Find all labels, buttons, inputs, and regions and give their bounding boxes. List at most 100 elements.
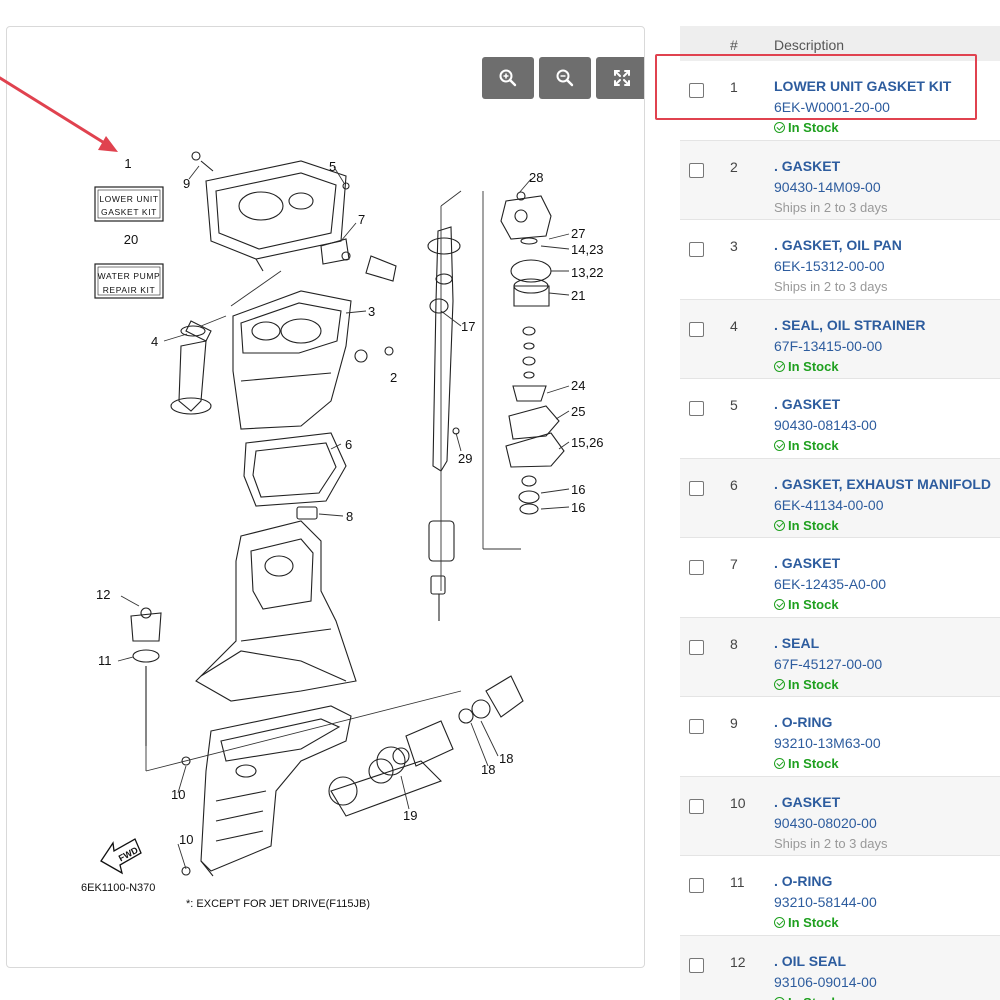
part-number-link[interactable]: 6EK-41134-00-00 xyxy=(774,496,884,513)
exploded-diagram-panel[interactable]: 1 LOWER UNIT GASKET KIT 20 WATER PUMP RE… xyxy=(6,26,645,968)
diagram-code: 6EK1100-N370 xyxy=(81,882,155,894)
stock-text: In Stock xyxy=(788,995,839,1000)
row-checkbox[interactable] xyxy=(689,83,704,98)
stock-status: In Stock xyxy=(774,359,839,374)
stock-status: In Stock xyxy=(774,438,839,453)
row-checkbox[interactable] xyxy=(689,560,704,575)
stock-status: In Stock xyxy=(774,756,839,771)
callout-11: 11 xyxy=(98,653,112,668)
fwd-arrow-icon: FWD xyxy=(100,838,142,875)
stock-status: In Stock xyxy=(774,995,839,1000)
stock-text: In Stock xyxy=(788,756,839,771)
check-circle-icon xyxy=(774,440,785,451)
part-number-link[interactable]: 90430-14M09-00 xyxy=(774,178,881,195)
row-number: 6 xyxy=(730,476,738,493)
stock-status: In Stock xyxy=(774,120,839,135)
stock-status: In Stock xyxy=(774,677,839,692)
part-number-link[interactable]: 90430-08020-00 xyxy=(774,814,877,831)
part-number-link[interactable]: 6EK-W0001-20-00 xyxy=(774,99,890,115)
row-checkbox[interactable] xyxy=(689,798,704,814)
stock-text: In Stock xyxy=(788,438,839,453)
stock-text: In Stock xyxy=(788,358,839,374)
zoom-in-button[interactable] xyxy=(482,57,534,99)
row-checkbox[interactable] xyxy=(689,242,704,257)
part-number-link[interactable]: 67F-13415-00-00 xyxy=(774,337,883,354)
callout-6: 6 xyxy=(345,437,352,452)
callout-10a: 10 xyxy=(171,787,185,802)
column-header-description: Description xyxy=(774,37,845,53)
part-number-link[interactable]: 93210-58144-00 xyxy=(774,894,877,910)
stock-text: Ships in 2 to 3 days xyxy=(774,835,888,851)
part-number-link[interactable]: 93210-13M63-00 xyxy=(774,735,881,751)
part-number-link[interactable]: 67F-45127-00-00 xyxy=(774,655,883,672)
stock-text: In Stock xyxy=(788,676,839,692)
callout-21: 21 xyxy=(571,288,585,303)
row-checkbox[interactable] xyxy=(689,639,704,655)
row-checkbox[interactable] xyxy=(689,719,704,734)
table-row[interactable]: 1 LOWER UNIT GASKET KIT 6EK-W0001-20-00 In … xyxy=(680,61,1000,141)
row-number: 10 xyxy=(730,794,746,811)
row-number: 2 xyxy=(730,158,738,175)
kit-1-line1: LOWER UNIT xyxy=(99,194,158,204)
row-number: 1 xyxy=(730,79,738,95)
check-circle-icon xyxy=(774,360,785,372)
check-circle-icon xyxy=(774,599,785,610)
callout-18b: 18 xyxy=(481,762,495,777)
parts-diagram: 1 LOWER UNIT GASKET KIT 20 WATER PUMP RE… xyxy=(81,151,604,910)
table-header: # Description xyxy=(680,26,1000,61)
part-name-link[interactable]: . O-RING xyxy=(774,873,833,889)
kit-label-lower-unit-gasket: 1 LOWER UNIT GASKET KIT xyxy=(94,156,164,222)
table-row[interactable]: 9 . O-RING 93210-13M63-00 In Stock xyxy=(680,697,1000,777)
part-name-link[interactable]: . SEAL, OIL STRAINER xyxy=(774,316,926,333)
callout-27: 27 xyxy=(571,226,585,241)
check-circle-icon xyxy=(774,996,785,1000)
part-name-link[interactable]: LOWER UNIT GASKET KIT xyxy=(774,78,952,94)
part-number-link[interactable]: 93106-09014-00 xyxy=(774,973,877,990)
kit-number-1: 1 xyxy=(124,156,131,171)
part-name-link[interactable]: . GASKET xyxy=(774,555,841,571)
part-name-link[interactable]: . GASKET, OIL PAN xyxy=(774,237,902,253)
row-checkbox[interactable] xyxy=(689,957,704,973)
part-name-link[interactable]: . O-RING xyxy=(774,714,833,730)
row-number: 9 xyxy=(730,715,738,731)
part-name-link[interactable]: . GASKET, EXHAUST MANIFOLD xyxy=(774,475,992,492)
stock-text: In Stock xyxy=(788,517,839,533)
callout-17: 17 xyxy=(461,319,475,334)
row-checkbox[interactable] xyxy=(689,321,704,337)
stock-text: Ships in 2 to 3 days xyxy=(774,199,888,215)
row-checkbox[interactable] xyxy=(689,878,704,893)
stock-status: In Stock xyxy=(774,915,839,930)
row-checkbox[interactable] xyxy=(689,480,704,496)
part-name-link[interactable]: . SEAL xyxy=(774,634,820,651)
stock-status: In Stock xyxy=(774,518,839,533)
part-name-link[interactable]: . OIL SEAL xyxy=(774,952,847,969)
row-checkbox[interactable] xyxy=(689,401,704,416)
row-checkbox[interactable] xyxy=(689,162,704,178)
callout-9: 9 xyxy=(183,176,190,191)
table-row[interactable]: 6 . GASKET, EXHAUST MANIFOLD 6EK-41134-00-… xyxy=(680,458,1000,538)
zoom-out-button[interactable] xyxy=(539,57,591,99)
part-name-link[interactable]: . GASKET xyxy=(774,793,841,810)
stock-text: In Stock xyxy=(788,915,839,930)
diagram-footnote: *: EXCEPT FOR JET DRIVE(F115JB) xyxy=(186,898,370,910)
part-number-link[interactable]: 6EK-12435-A0-00 xyxy=(774,576,887,592)
callout-19: 19 xyxy=(403,808,417,823)
table-row[interactable]: 5 . GASKET 90430-08143-00 In Stock xyxy=(680,379,1000,459)
callout-14-23: 14,23 xyxy=(571,242,604,257)
part-number-link[interactable]: 6EK-15312-00-00 xyxy=(774,258,885,274)
part-number-link[interactable]: 90430-08143-00 xyxy=(774,417,877,433)
part-name-link[interactable]: . GASKET xyxy=(774,157,841,174)
callout-8: 8 xyxy=(346,509,353,524)
row-number: 5 xyxy=(730,397,738,413)
fullscreen-button[interactable] xyxy=(596,57,644,99)
kit-20-line1: WATER PUMP xyxy=(98,271,161,281)
part-name-link[interactable]: . GASKET xyxy=(774,396,841,412)
